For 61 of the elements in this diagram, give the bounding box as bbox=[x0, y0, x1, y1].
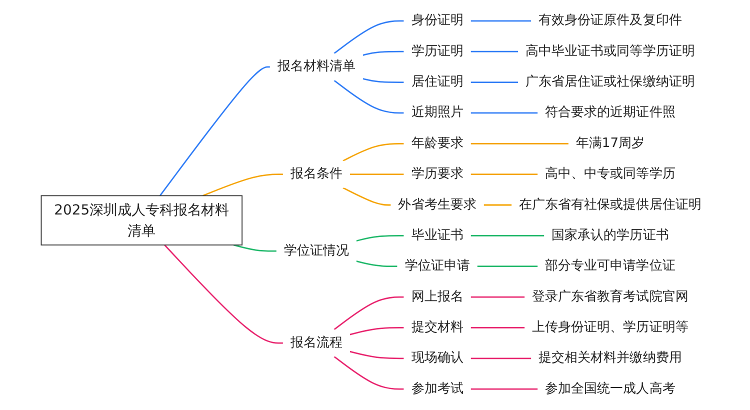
connector bbox=[350, 350, 404, 360]
node-text: 有效身份证原件及复印件 bbox=[538, 13, 682, 28]
node-text: 外省考生要求 bbox=[398, 197, 476, 212]
node-text: 报名材料清单 bbox=[277, 59, 356, 74]
connector bbox=[334, 20, 404, 54]
node-text: 年满17周岁 bbox=[576, 136, 645, 151]
connector bbox=[350, 327, 404, 336]
connector bbox=[470, 388, 538, 390]
connector bbox=[470, 327, 525, 328]
connector bbox=[470, 82, 518, 83]
node-text: 学位证申请 bbox=[404, 258, 470, 274]
node-text: 参加考试 bbox=[411, 381, 464, 396]
node-text: 部分专业可申请学位证 bbox=[545, 258, 676, 274]
node-text: 提交相关材料并缴纳费用 bbox=[538, 350, 682, 366]
connector bbox=[470, 358, 532, 360]
connector bbox=[470, 50, 518, 52]
node-text: 登录广东省教育考试院官网 bbox=[532, 289, 688, 304]
node-text: 学历证明 bbox=[411, 44, 464, 59]
connector bbox=[470, 112, 538, 114]
node-text: 在广东省有社保或提供居住证明 bbox=[519, 197, 702, 212]
node-text: 符合要求的近期证件照 bbox=[545, 105, 676, 120]
node-text: 年龄要求 bbox=[411, 136, 464, 151]
connector bbox=[470, 142, 568, 144]
connector bbox=[342, 142, 404, 162]
node-text: 居住证明 bbox=[411, 74, 464, 90]
node-text: 近期照片 bbox=[411, 105, 464, 120]
connector bbox=[362, 78, 404, 83]
connector bbox=[334, 296, 404, 330]
connector bbox=[356, 234, 404, 242]
connector bbox=[470, 174, 538, 176]
node-text: 学位证情况 bbox=[284, 243, 349, 258]
node-text: 报名流程 bbox=[290, 335, 342, 350]
node-text: 毕业证书 bbox=[411, 228, 464, 243]
node-text: 报名条件 bbox=[290, 166, 342, 182]
node-text: 上传身份证明、学历证明等 bbox=[532, 320, 688, 335]
node-text: 参加全国统一成人高考 bbox=[545, 381, 676, 396]
connector bbox=[477, 266, 538, 268]
node-text: 身份证明 bbox=[411, 13, 464, 28]
node-text: 学历要求 bbox=[411, 166, 464, 182]
connector bbox=[202, 174, 283, 196]
connector bbox=[159, 66, 270, 196]
node-text: 现场确认 bbox=[411, 350, 464, 366]
connector bbox=[356, 260, 398, 268]
connector bbox=[362, 50, 404, 56]
connector bbox=[470, 20, 532, 22]
connector bbox=[164, 244, 283, 344]
node-box: 2025深圳成人专科报名材料清单 bbox=[40, 195, 243, 246]
connector bbox=[484, 204, 512, 206]
node-text: 广东省居住证或社保缴纳证明 bbox=[526, 74, 695, 90]
node-text: 高中、中专或同等学历 bbox=[545, 166, 676, 182]
connector bbox=[470, 234, 544, 236]
node-text: 国家承认的学历证书 bbox=[552, 228, 669, 243]
connector bbox=[233, 244, 276, 252]
node-text: 网上报名 bbox=[411, 289, 464, 304]
node-text: 高中毕业证书或同等学历证明 bbox=[526, 44, 695, 59]
connector bbox=[334, 80, 404, 114]
connector bbox=[334, 356, 404, 390]
connector bbox=[470, 296, 525, 298]
connector bbox=[350, 174, 404, 176]
connector bbox=[342, 187, 391, 206]
node-text: 提交材料 bbox=[411, 320, 464, 335]
